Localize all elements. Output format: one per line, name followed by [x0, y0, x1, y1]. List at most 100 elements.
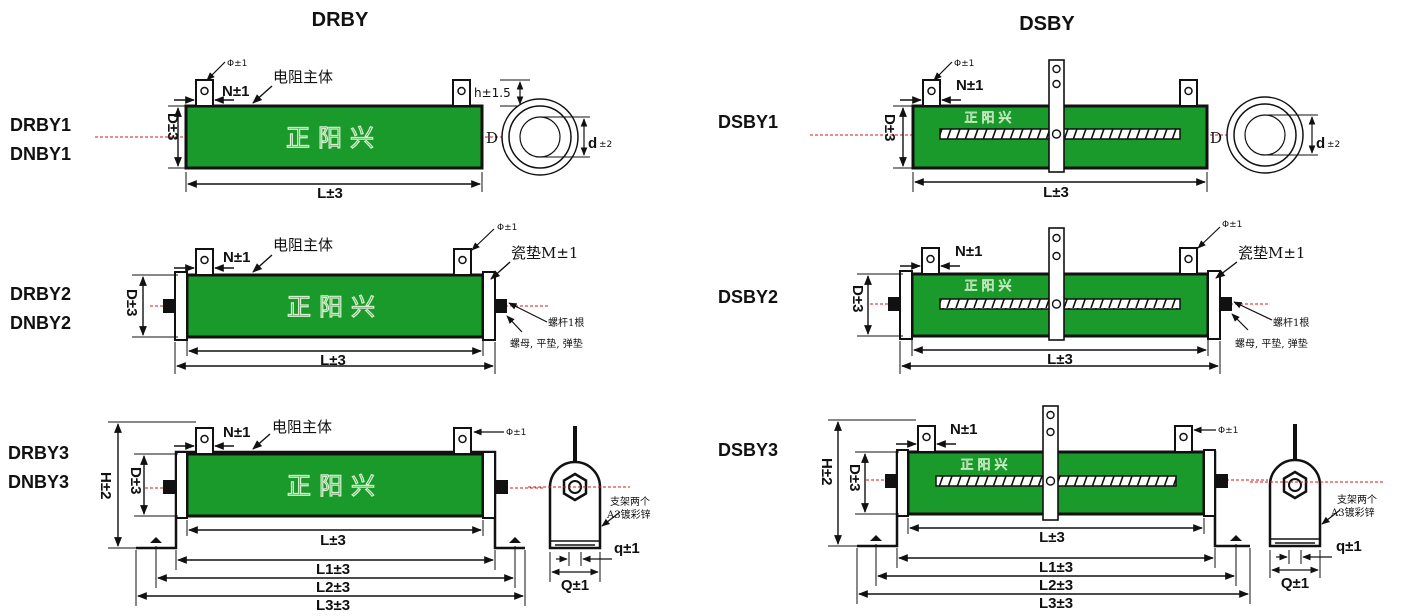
- ceramic-pad-left: [175, 451, 188, 519]
- q-big-label: Q±1: [1281, 575, 1309, 592]
- dsby3-drawing: 正阳兴 Φ±1 N±1 H±2 D±3 L±3 L1: [818, 405, 1385, 612]
- screw-note: 螺杆1根: [1273, 316, 1309, 329]
- screw-note: 螺杆1根: [548, 316, 584, 329]
- nut-left: [163, 480, 175, 494]
- nut-left: [888, 297, 900, 311]
- ceramic-pad-left: [896, 449, 909, 517]
- label-dnby3: DNBY3: [8, 472, 69, 492]
- brand-logo: 正阳兴: [960, 458, 1011, 473]
- slider-clip: [1048, 59, 1065, 173]
- terminal-right: [1174, 425, 1193, 453]
- resistor-body: [185, 452, 485, 518]
- slider-clip: [1042, 405, 1059, 521]
- h-big-label: H±2: [818, 458, 835, 485]
- q-small-label: q±1: [1336, 538, 1362, 555]
- d-label: D±3: [164, 113, 181, 140]
- n-label: N±1: [223, 249, 250, 266]
- label-dsby2: DSBY2: [718, 287, 778, 307]
- nut-right: [496, 480, 508, 494]
- ceramic-pad-right: [1207, 270, 1221, 340]
- terminal-left: [195, 427, 214, 455]
- end-d-label: D: [486, 129, 498, 147]
- nut-right: [495, 299, 507, 313]
- n-label: N±1: [223, 424, 250, 441]
- nut-left: [163, 299, 175, 313]
- resistor-body: [185, 273, 485, 339]
- l1-label: L1±3: [1039, 559, 1073, 576]
- nuts-note: 螺母, 平垫, 弹垫: [510, 337, 583, 350]
- q-big-label: Q±1: [561, 577, 589, 594]
- l2-label: L2±3: [1039, 577, 1073, 594]
- bracket-note-1: 支架两个: [1337, 494, 1377, 506]
- phi-label: Φ±1: [954, 59, 974, 69]
- nut-right: [1216, 474, 1228, 488]
- n-label: N±1: [956, 77, 983, 94]
- slider-clip: [1048, 227, 1065, 341]
- bracket-note-1: 支架两个: [610, 496, 650, 508]
- l-label: L±3: [1043, 184, 1069, 201]
- terminal-right: [453, 248, 472, 276]
- small-d-tol: ±2: [1327, 140, 1340, 150]
- q-small-label: q±1: [614, 540, 640, 557]
- label-dsby3: DSBY3: [718, 440, 778, 460]
- drby1-drawing: 正阳兴 Φ±1 N±1 电阻主体 h±1.5 D±3 L±3 D: [95, 59, 612, 202]
- d-label: D±3: [881, 114, 898, 141]
- terminal-right: [453, 427, 472, 455]
- d-label: D±3: [123, 289, 140, 316]
- l3-label: L3±3: [316, 597, 350, 614]
- h-label: h±1.5: [474, 86, 511, 100]
- body-note: 电阻主体: [273, 68, 333, 86]
- label-dnby1: DNBY1: [10, 144, 71, 164]
- mount-screw-left: [870, 535, 882, 541]
- mounting-bracket: [136, 450, 525, 550]
- n-label: N±1: [950, 421, 977, 438]
- phi-label: Φ±1: [227, 59, 247, 69]
- drby2-drawing: 正阳兴 Φ±1 N±1 电阻主体 瓷垫M±1 螺杆1根 螺母, 平垫, 弹垫 D…: [123, 223, 584, 374]
- brand-logo: 正阳兴: [287, 472, 383, 500]
- phi-label: Φ±1: [506, 428, 526, 438]
- side-bracket: [548, 460, 602, 550]
- label-drby1: DRBY1: [10, 115, 71, 135]
- body-note: 电阻主体: [273, 236, 333, 254]
- small-d-tol: ±2: [599, 140, 612, 150]
- bracket-note-2: A3镀彩锌: [1330, 506, 1375, 519]
- ceramic-pad-right: [482, 271, 496, 341]
- brand-logo: 正阳兴: [964, 279, 1015, 294]
- label-drby2: DRBY2: [10, 284, 71, 304]
- phi-label: Φ±1: [1218, 426, 1238, 436]
- end-view-outer: [501, 98, 579, 176]
- l-label: L±3: [1039, 529, 1065, 546]
- nuts-note: 螺母, 平垫, 弹垫: [1235, 337, 1308, 350]
- l2-label: L2±3: [316, 579, 350, 596]
- ceramic-pad-right: [1203, 449, 1216, 517]
- terminal-left: [922, 79, 941, 107]
- n-label: N±1: [955, 243, 982, 260]
- l3-label: L3±3: [1039, 595, 1073, 612]
- side-nut: [1282, 470, 1308, 500]
- label-dnby2: DNBY2: [10, 313, 71, 333]
- n-label: N±1: [222, 83, 249, 100]
- brand-logo: 正阳兴: [287, 293, 383, 321]
- terminal-left: [917, 425, 936, 453]
- mount-screw-right: [509, 537, 521, 543]
- d-label: D±3: [849, 285, 866, 312]
- d-label: D±3: [127, 467, 144, 494]
- mount-screw-left: [150, 537, 162, 543]
- body-note: 电阻主体: [272, 418, 332, 436]
- ceramic-pad-left: [174, 271, 188, 341]
- ceramic-pad-right: [482, 451, 496, 519]
- phi-label: Φ±1: [497, 223, 517, 233]
- h-big-label: H±2: [97, 472, 114, 499]
- dsby2-drawing: 正阳兴 Φ±1 N±1 瓷垫M±1 螺杆1根 螺母, 平垫, 弹垫 D±3: [849, 220, 1309, 374]
- l-label: L±3: [320, 352, 346, 369]
- terminal-right: [1179, 79, 1198, 107]
- m-label: 瓷垫M±1: [1238, 244, 1305, 262]
- l-label: L±3: [1047, 351, 1073, 368]
- m-label: 瓷垫M±1: [511, 244, 578, 262]
- l-label: L±3: [317, 185, 343, 202]
- nut-right: [1220, 297, 1232, 311]
- l1-label: L1±3: [316, 561, 350, 578]
- end-view-outer: [1226, 96, 1304, 174]
- terminal-left: [921, 247, 940, 275]
